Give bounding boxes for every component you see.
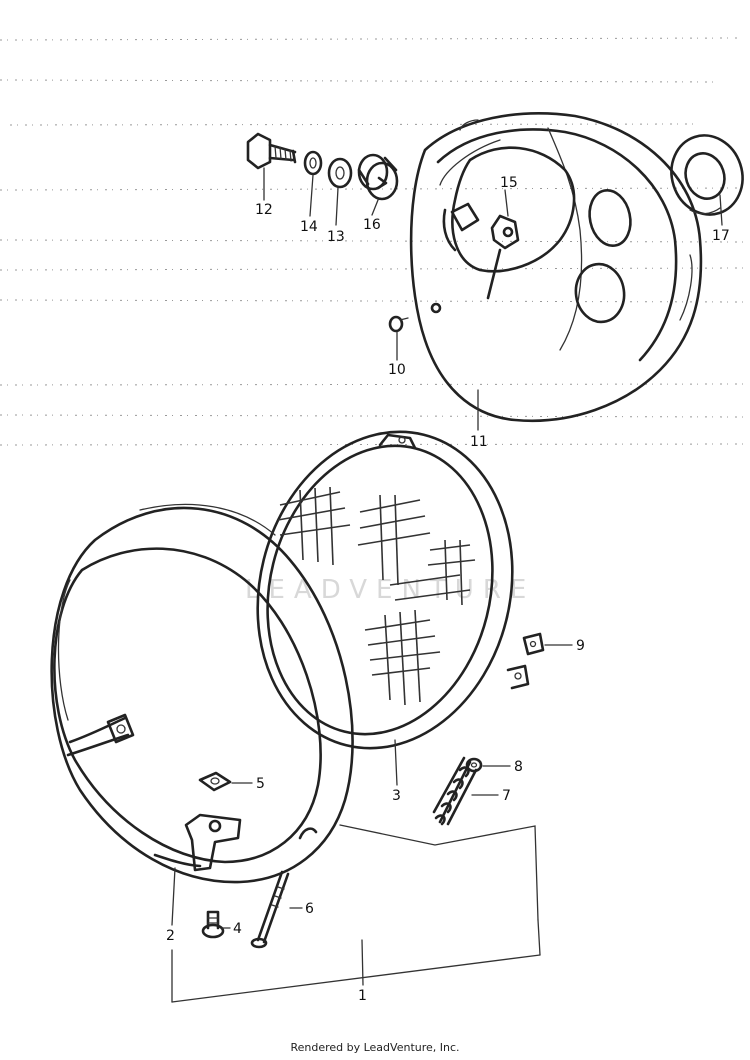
watermark: LEADVENTURE bbox=[245, 575, 535, 605]
part-7-spring bbox=[432, 756, 478, 826]
callout-11: 11 bbox=[470, 434, 488, 450]
callout-9: 9 bbox=[576, 638, 585, 654]
callout-14: 14 bbox=[300, 219, 318, 235]
part-16-grommet bbox=[357, 153, 399, 201]
footer-credit: Rendered by LeadVenture, Inc. bbox=[290, 1041, 460, 1054]
callout-4: 4 bbox=[233, 921, 242, 937]
callout-labels: 12 14 13 16 15 17 10 11 9 8 7 5 3 6 4 2 … bbox=[166, 175, 730, 1004]
callout-16: 16 bbox=[363, 217, 381, 233]
part-13-washer bbox=[327, 157, 353, 189]
callout-5: 5 bbox=[256, 776, 265, 792]
callout-10: 10 bbox=[388, 362, 406, 378]
part-8-washer bbox=[465, 757, 483, 773]
part-5-nut bbox=[198, 771, 232, 792]
part-6-screw bbox=[250, 870, 290, 949]
part-4-screw bbox=[201, 910, 225, 939]
scan-noise bbox=[0, 37, 746, 446]
headlight-housing bbox=[409, 112, 703, 423]
callout-2: 2 bbox=[166, 928, 175, 944]
callout-3: 3 bbox=[392, 788, 401, 804]
callout-15: 15 bbox=[500, 175, 518, 191]
part-14-lock-washer bbox=[303, 150, 323, 176]
leader-lines bbox=[171, 167, 723, 1003]
part-9-nut bbox=[522, 632, 545, 656]
callout-6: 6 bbox=[305, 901, 314, 917]
callout-8: 8 bbox=[514, 759, 523, 775]
callout-12: 12 bbox=[255, 202, 273, 218]
headlight-unit bbox=[256, 430, 530, 750]
callout-1: 1 bbox=[358, 988, 367, 1004]
part-12-bolt bbox=[246, 132, 297, 170]
callout-13: 13 bbox=[327, 229, 345, 245]
headlight-rim bbox=[50, 503, 354, 884]
callout-7: 7 bbox=[502, 788, 511, 804]
callout-17: 17 bbox=[712, 228, 730, 244]
part-17-grommet-ring bbox=[670, 134, 744, 216]
part-10-clip bbox=[388, 315, 409, 333]
